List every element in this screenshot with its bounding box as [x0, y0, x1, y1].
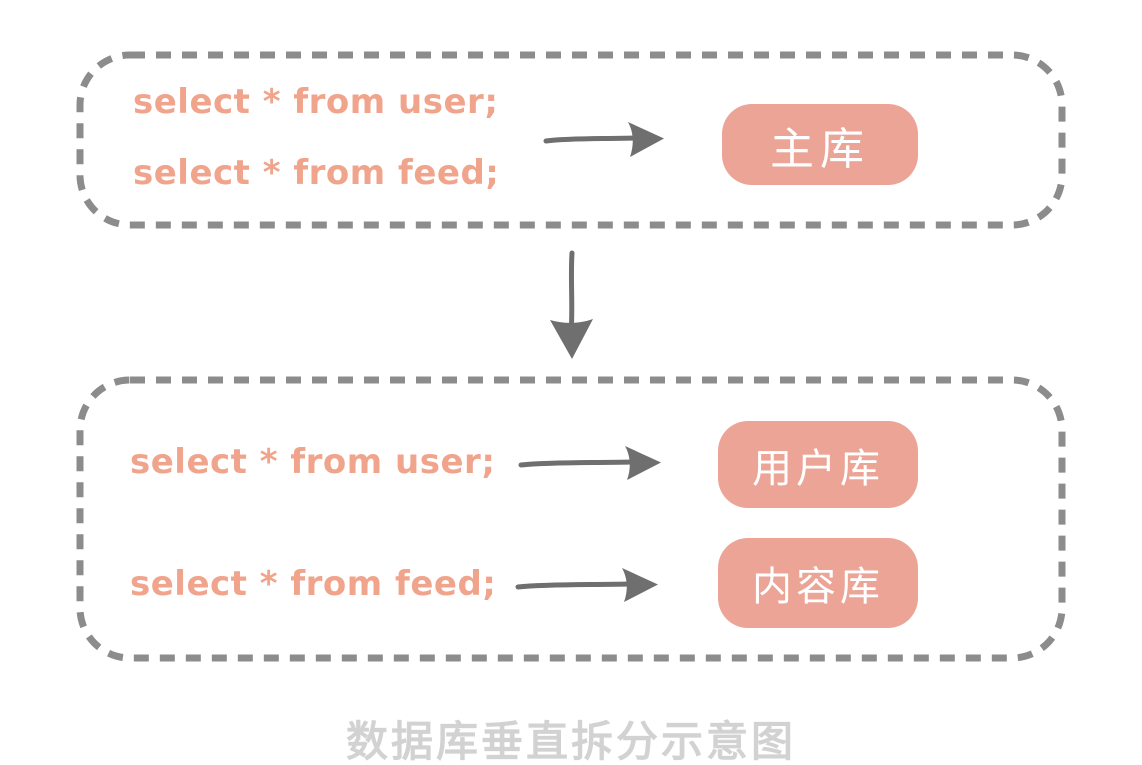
database-badge-user: 用户库: [718, 421, 918, 508]
down-arrow-icon: [550, 250, 593, 359]
database-badge-main: 主库: [722, 104, 918, 185]
top-group-dashed-border: [76, 51, 1066, 229]
database-badge-user-label: 用户库: [752, 445, 884, 492]
database-badge-content-label: 内容库: [752, 564, 884, 610]
bottom-group-dashed-border: [76, 376, 1066, 662]
query-line-user-split: select * from user;: [130, 442, 496, 482]
right-arrow-icon: [543, 122, 664, 157]
database-badge-main-label: 主库: [770, 123, 870, 175]
database-badge-content: 内容库: [718, 538, 918, 628]
query-line-user: select * from user;: [133, 82, 499, 122]
query-line-feed: select * from feed;: [133, 153, 500, 193]
query-line-feed-split: select * from feed;: [130, 564, 497, 604]
right-arrow-icon: [518, 446, 661, 480]
diagram-caption: 数据库垂直拆分示意图: [345, 717, 796, 765]
right-arrow-icon: [515, 568, 658, 602]
